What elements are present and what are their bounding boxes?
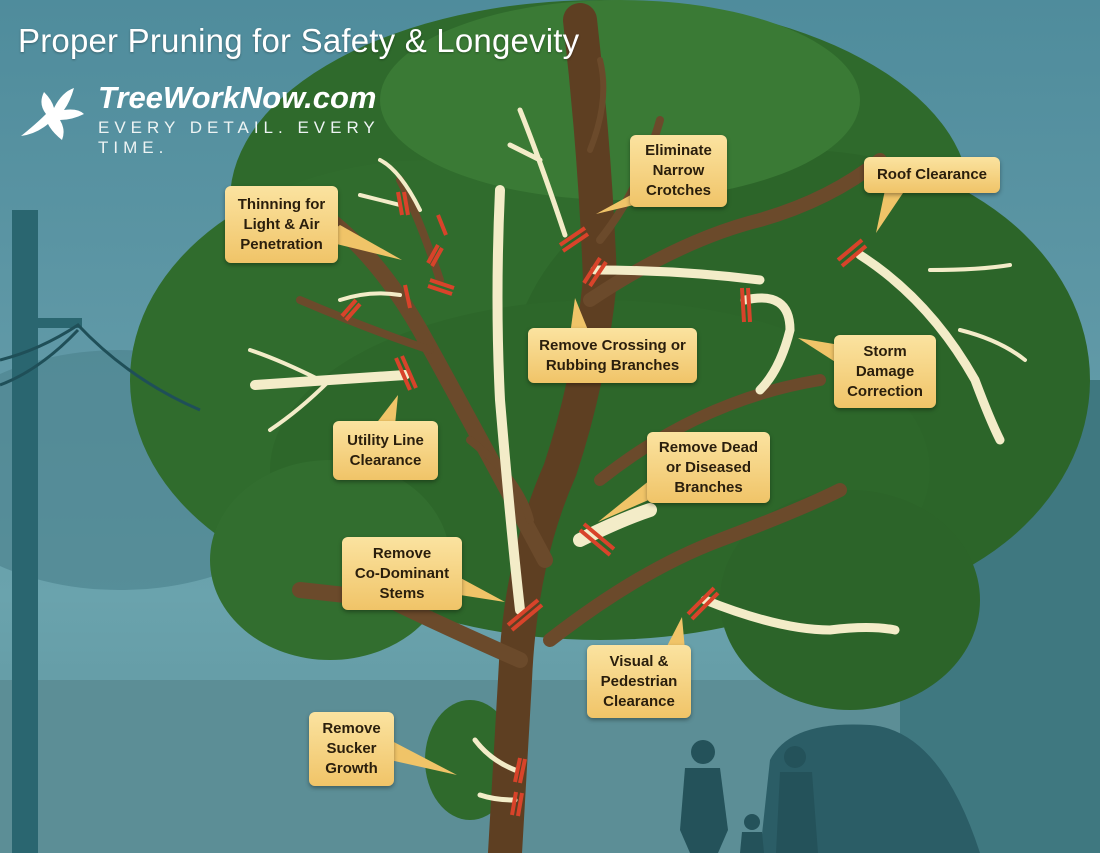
oak-leaf-icon [21,88,84,140]
brand-name: TreeWorkNow.com [98,80,377,115]
label-pointers [320,190,905,775]
label-thinning: Thinning for Light & Air Penetration [225,186,338,263]
label-narrow-crotches: Eliminate Narrow Crotches [630,135,727,207]
label-dead-diseased: Remove Dead or Diseased Branches [647,432,770,503]
pruned-branches [248,107,1027,803]
brand-logo[interactable]: TreeWorkNow.com EVERY DETAIL. EVERY TIME… [16,80,446,157]
brand-tagline: EVERY DETAIL. EVERY TIME. [98,118,380,157]
label-crossing-branches: Remove Crossing or Rubbing Branches [528,328,697,383]
people-silhouettes [680,724,980,853]
page-title: Proper Pruning for Safety & Longevity [18,22,580,59]
cut-marks [340,191,868,817]
label-storm-damage: Storm Damage Correction [834,335,936,408]
label-visual-pedestrian: Visual & Pedestrian Clearance [587,645,691,718]
label-roof-clearance: Roof Clearance [864,157,1000,193]
label-sucker-growth: Remove Sucker Growth [309,712,394,786]
label-utility-line: Utility Line Clearance [333,421,438,480]
power-line [0,323,201,412]
utility-pole [12,210,38,853]
label-co-dominant: Remove Co-Dominant Stems [342,537,462,610]
